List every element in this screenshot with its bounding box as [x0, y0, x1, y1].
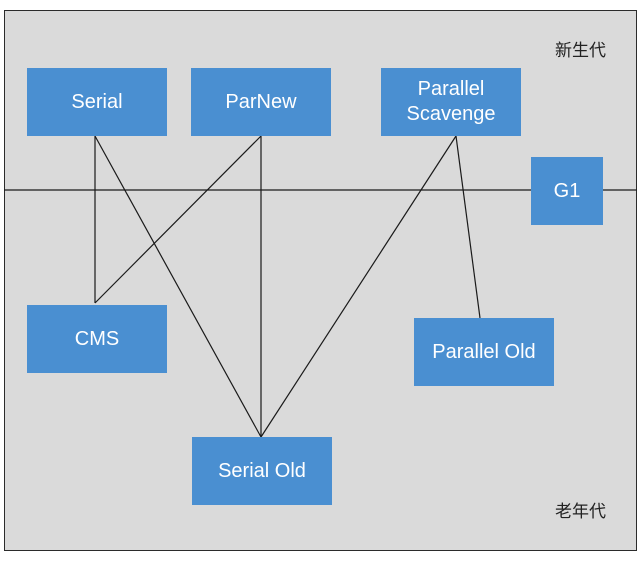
- collector-g1-label: G1: [553, 179, 581, 202]
- link-serial-serialold: [94, 135, 262, 438]
- collector-g1: G1: [531, 157, 603, 225]
- collector-cms: CMS: [27, 305, 167, 373]
- collector-cms-label: CMS: [74, 327, 120, 350]
- collector-serial-old-label: Serial Old: [218, 459, 306, 482]
- collector-serial: Serial: [27, 68, 167, 136]
- link-parnew-cms: [94, 135, 262, 304]
- young-generation-label: 新生代: [555, 41, 606, 61]
- link-parallelscavenge-parallelold: [455, 135, 481, 319]
- collector-parallel-scavenge: Parallel Scavenge: [381, 68, 521, 136]
- collector-parallel-scavenge-label: Parallel Scavenge: [406, 78, 496, 125]
- old-generation-label: 老年代: [555, 502, 606, 522]
- collector-serial-old: Serial Old: [192, 437, 332, 505]
- link-parallelscavenge-serialold: [260, 135, 457, 438]
- collector-parnew: ParNew: [191, 68, 331, 136]
- collector-serial-label: Serial: [71, 90, 123, 113]
- collector-parallel-old-label: Parallel Old: [432, 340, 536, 363]
- collector-parallel-old: Parallel Old: [414, 318, 554, 386]
- collector-parnew-label: ParNew: [225, 90, 297, 113]
